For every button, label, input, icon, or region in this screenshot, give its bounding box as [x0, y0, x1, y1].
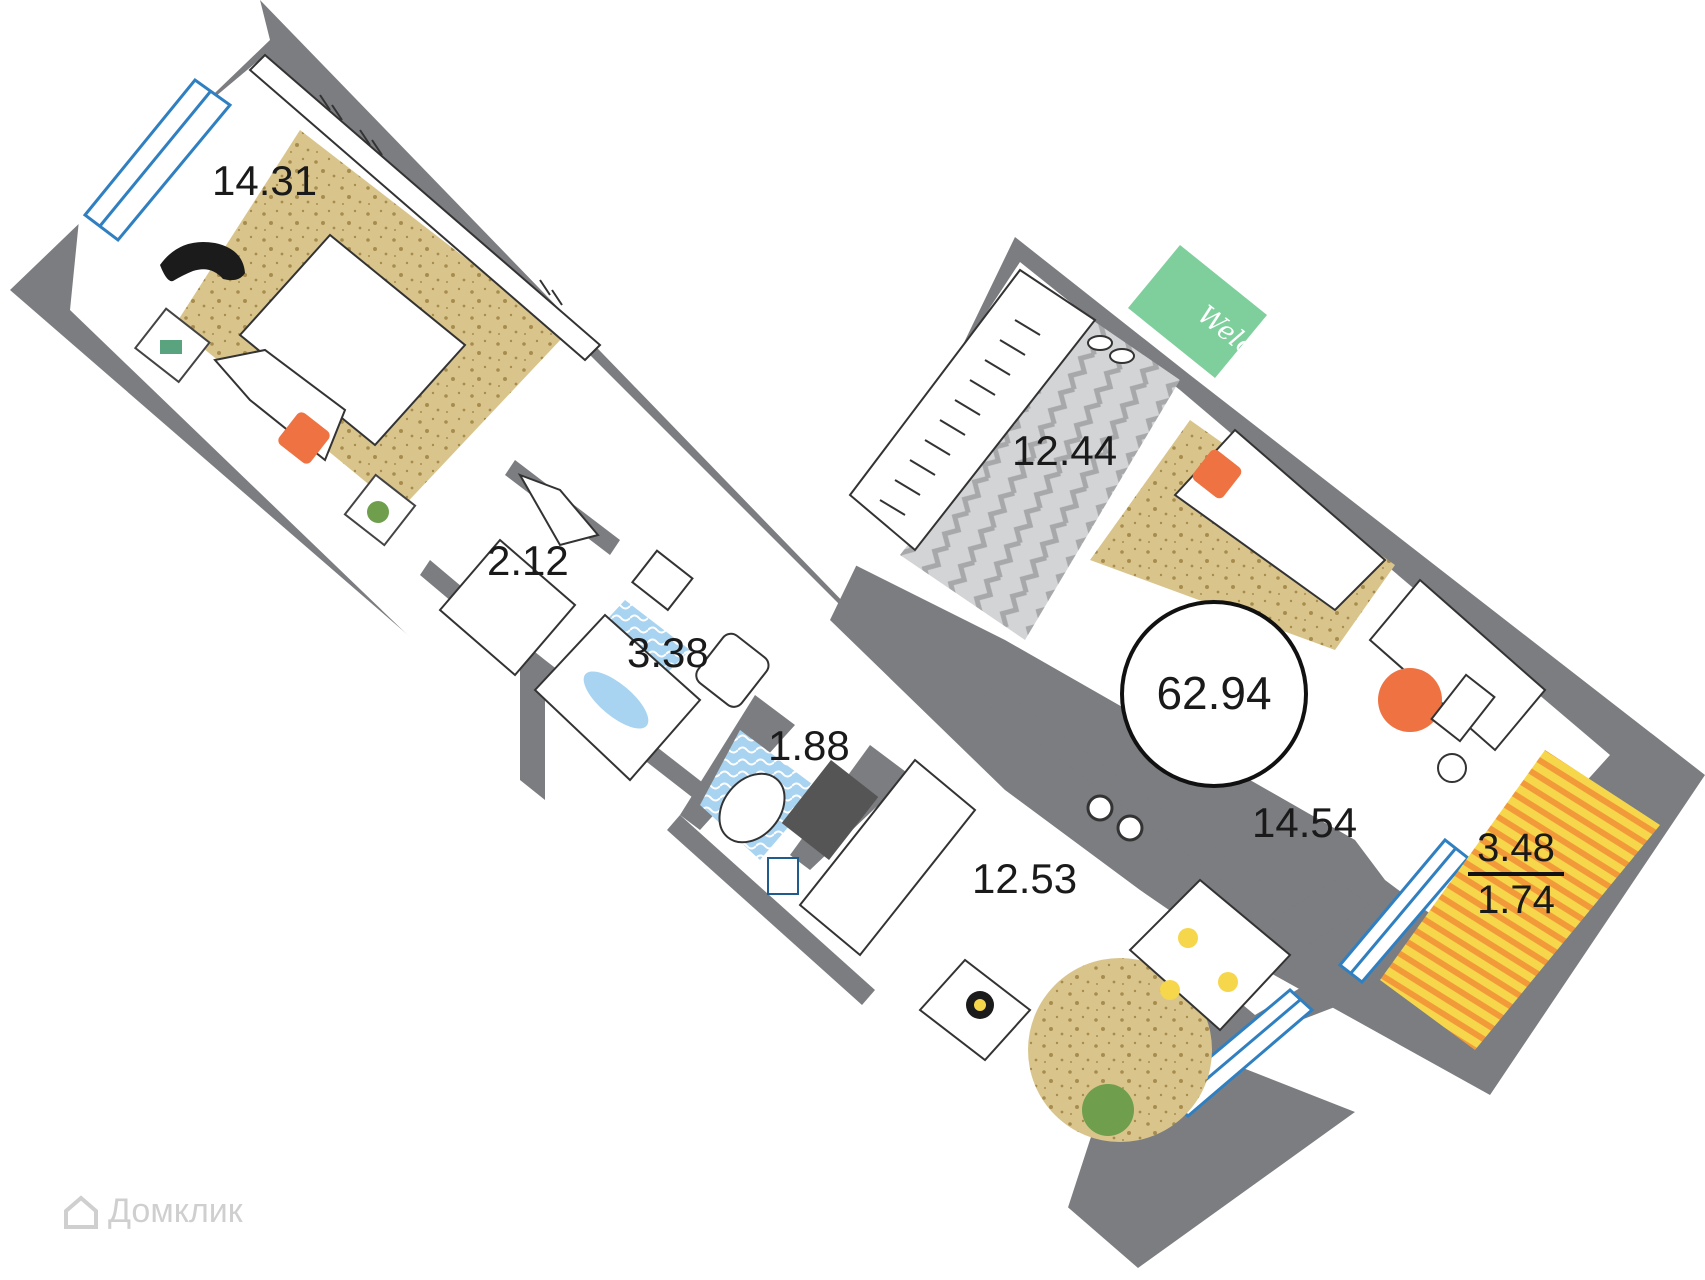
slippers-icon — [1087, 335, 1113, 351]
watermark-text: Домклик — [108, 1192, 243, 1230]
room-area-label: 12.53 — [972, 855, 1078, 902]
rug — [1028, 958, 1212, 1142]
bedroom-2-furniture — [1090, 420, 1547, 783]
kitchen-furniture — [781, 758, 1292, 1142]
toilet-furniture — [700, 730, 820, 895]
room-area-label: 14.31 — [212, 157, 318, 204]
room-area-label: 2.12 — [487, 537, 569, 584]
oven — [781, 760, 879, 860]
total-area-circle — [1120, 600, 1308, 788]
toilet-icon — [718, 772, 786, 844]
balcony-area-full: 3.48 — [1477, 826, 1555, 870]
counter — [798, 758, 977, 957]
total-area: 62.94 — [1156, 667, 1272, 719]
room-area-label: 14.54 — [1252, 799, 1358, 846]
balcony-area: 3.48 1.74 — [1468, 826, 1564, 922]
balcony-area-reduced: 1.74 — [1477, 878, 1555, 922]
fraction-line — [1468, 872, 1564, 876]
computer-icon — [1430, 673, 1496, 743]
room-area-label: 1.88 — [768, 722, 850, 769]
wardrobe-furniture — [438, 473, 600, 677]
pillow-icon — [278, 412, 330, 464]
cat-icon — [160, 241, 245, 282]
sink-icon — [695, 632, 770, 708]
house-logo-icon — [64, 1194, 98, 1229]
bedroom-1-furniture — [133, 53, 602, 547]
plant-icon — [1082, 1084, 1134, 1136]
doormat — [1128, 245, 1267, 378]
room-area-label: 12.44 — [1012, 427, 1118, 474]
pillow-icon — [1192, 449, 1242, 499]
balcony-floor — [1380, 750, 1660, 1050]
watermark: Домклик — [62, 1192, 243, 1231]
bathroom-furniture — [533, 549, 770, 782]
dining-table-icon — [1128, 878, 1292, 1032]
desk-chair-icon — [1378, 668, 1442, 732]
room-area-label: 3.38 — [627, 629, 709, 676]
plant-icon — [367, 501, 389, 523]
